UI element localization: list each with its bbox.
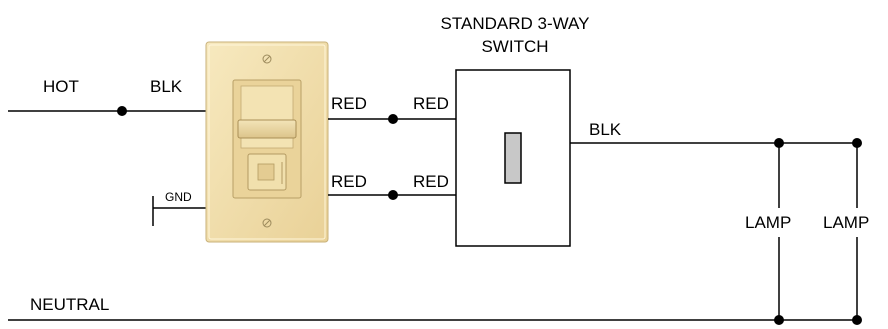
lamp2-bottom-dot xyxy=(852,315,862,325)
gnd-label: GND xyxy=(165,190,192,204)
top-screw-icon xyxy=(262,54,272,64)
slide-dimmer-device xyxy=(205,41,329,243)
switch-title-line1: STANDARD 3-WAY xyxy=(440,14,590,33)
switch-title: STANDARD 3-WAY SWITCH xyxy=(400,12,630,58)
red-dimmer-top-label: RED xyxy=(331,94,367,113)
dimmer-slider-track xyxy=(240,85,294,149)
red-switch-top-label: RED xyxy=(413,94,449,113)
red-top-junction-dot xyxy=(388,114,398,124)
bottom-screw-icon xyxy=(262,218,272,228)
hot-label: HOT xyxy=(43,77,79,96)
three-way-switch-toggle xyxy=(504,132,522,184)
blk-output-label: BLK xyxy=(589,120,622,139)
lamp2-label: LAMP xyxy=(823,213,870,232)
blk-input-label: BLK xyxy=(150,77,183,96)
hot-junction-dot xyxy=(117,106,127,116)
red-switch-bottom-label: RED xyxy=(413,172,449,191)
dimmer-slider-knob xyxy=(237,119,297,139)
red-bottom-junction-dot xyxy=(388,190,398,200)
lamp1-bottom-dot xyxy=(774,315,784,325)
switch-title-line2: SWITCH xyxy=(481,37,549,56)
red-dimmer-bottom-label: RED xyxy=(331,172,367,191)
neutral-label: NEUTRAL xyxy=(30,295,110,314)
lamp1-label: LAMP xyxy=(745,213,792,232)
